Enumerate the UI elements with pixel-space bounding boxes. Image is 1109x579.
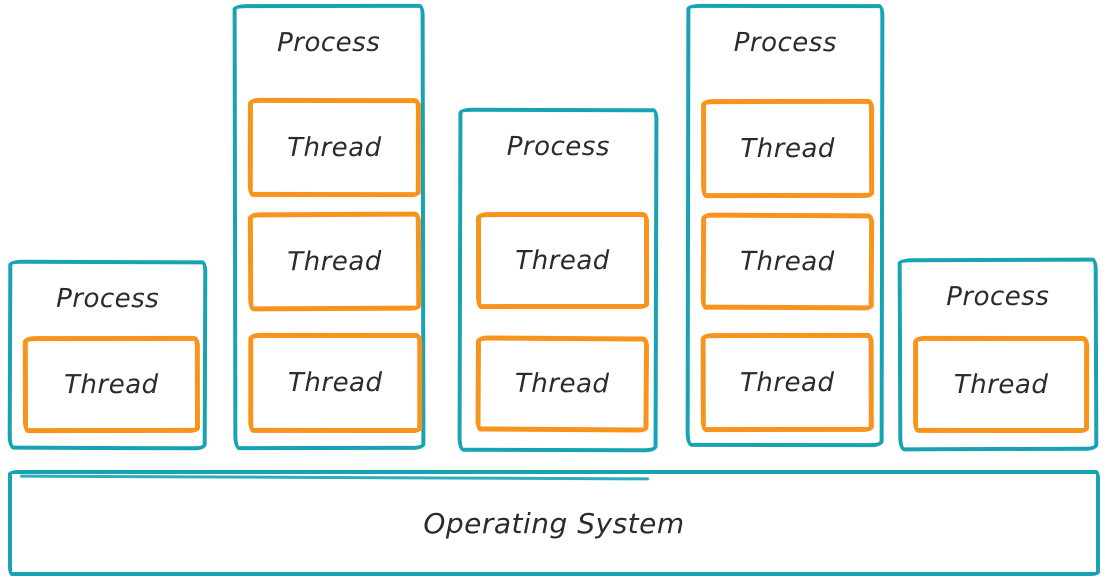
thread-box: Thread [701,98,875,199]
thread-box: Thread [476,211,650,310]
process-box: Process Thread Thread [457,107,659,453]
thread-label: Thread [740,133,835,164]
operating-system-box: Operating System [8,470,1100,576]
process-box: Process Thread [7,259,208,451]
process-label: Process [277,27,381,59]
thread-label: Thread [953,369,1049,400]
thread-label: Thread [288,367,383,399]
process-box: Process Thread Thread Thread [232,3,426,451]
process-box: Process Thread [897,257,1099,452]
process-label: Process [56,283,160,315]
process-label: Process [733,27,837,59]
thread-label: Thread [739,367,835,398]
thread-label: Thread [740,246,835,277]
thread-box: Thread [22,335,200,434]
process-box: Process Thread Thread Thread [685,3,885,448]
thread-box: Thread [247,211,422,312]
thread-box: Thread [248,332,423,434]
process-label: Process [506,131,610,163]
operating-system-label: Operating System [423,506,685,540]
thread-label: Thread [287,246,382,277]
thread-label: Thread [64,369,159,400]
thread-box: Thread [475,335,650,433]
process-label: Process [946,281,1050,313]
thread-box: Thread [247,97,421,198]
thread-label: Thread [287,132,382,163]
thread-label: Thread [515,245,610,276]
thread-box: Thread [913,335,1090,434]
thread-box: Thread [700,212,875,311]
thread-box: Thread [700,332,874,433]
thread-label: Thread [514,368,610,400]
